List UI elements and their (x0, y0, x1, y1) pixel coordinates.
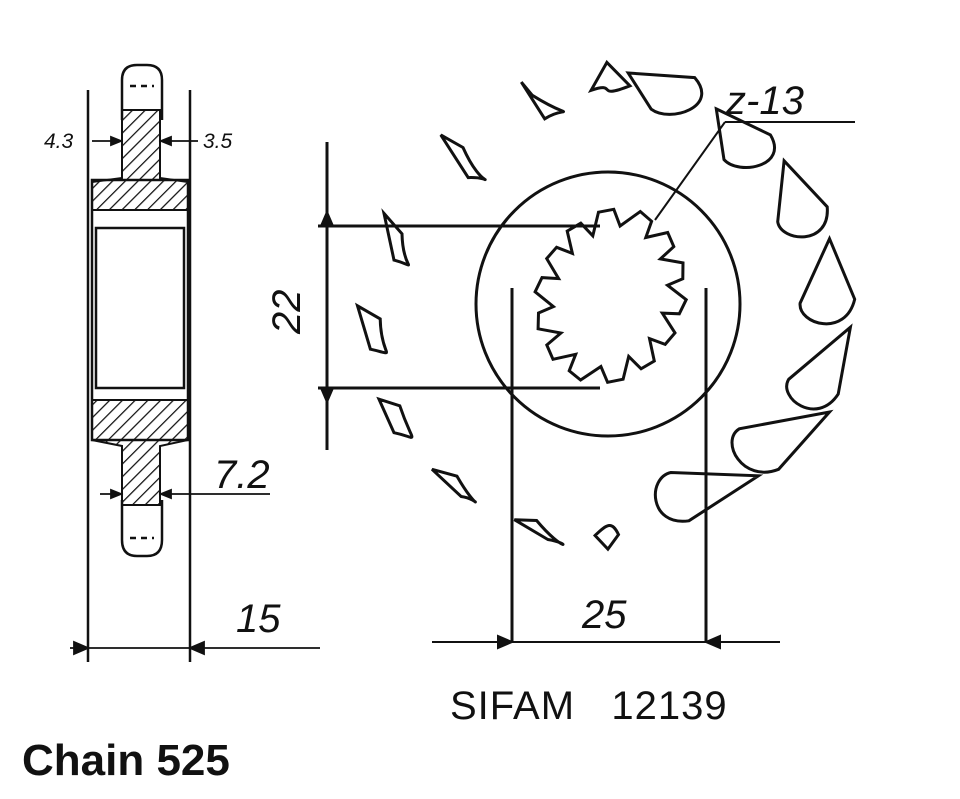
front-view-dimension-lines (319, 121, 855, 650)
part-number: 12139 (611, 684, 728, 728)
spline-bore (533, 207, 689, 385)
dimension-spline-diameter: 22 (265, 290, 309, 336)
front-view (318, 59, 857, 642)
teeth-count-label: z-13 (725, 79, 804, 123)
dimension-hub-left: 4.3 (44, 130, 74, 153)
brand-name: SIFAM (450, 684, 576, 728)
dimension-bore-diameter: 25 (581, 593, 627, 637)
chain-size-label: Chain 525 (22, 736, 230, 785)
sprocket-outline (354, 59, 857, 552)
hub-circle (474, 170, 742, 438)
dimension-hub-right: 3.5 (203, 130, 233, 153)
dimension-tooth-thickness: 7.2 (214, 453, 270, 497)
product-code: SIFAM 12139 (450, 684, 728, 729)
side-view-dimension-lines (70, 135, 320, 656)
dimension-overall-width: 15 (236, 597, 281, 641)
side-view-hatch (91, 109, 189, 506)
